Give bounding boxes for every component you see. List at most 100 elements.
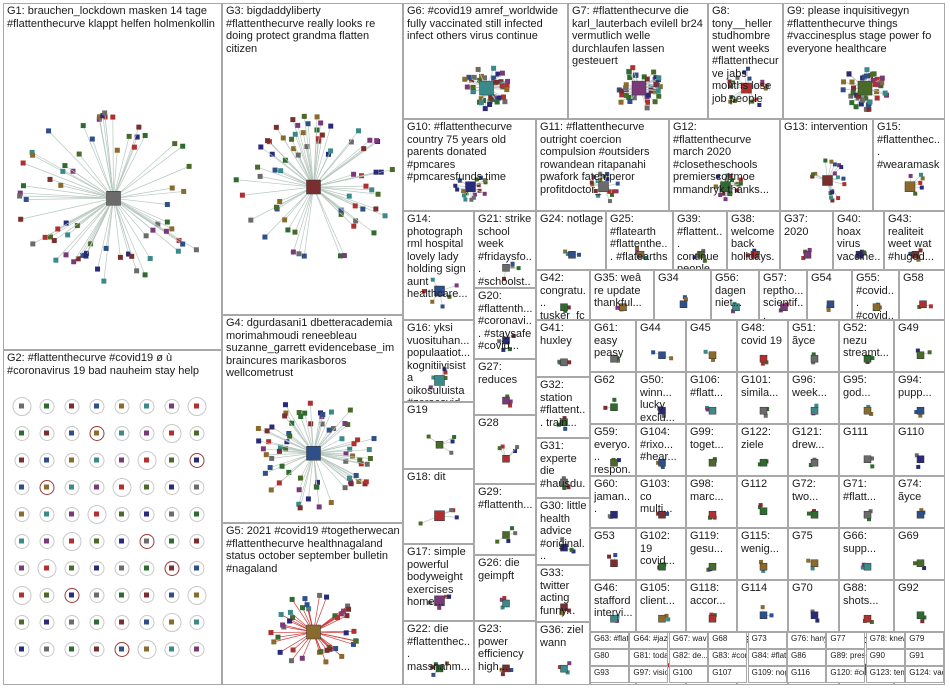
graph-node-image: [169, 619, 174, 625]
graph-node: [20, 183, 26, 189]
graph-node: [328, 123, 334, 129]
graph-hub-node: [434, 285, 445, 297]
group-label: G48: covid 19: [741, 322, 782, 347]
graph-node: [811, 172, 816, 177]
graph-node: [353, 218, 359, 224]
group-label: G15: #flattenthec... #wearamask: [877, 121, 940, 171]
graph-node-image: [144, 430, 149, 436]
graph-node: [444, 594, 449, 599]
group-g56-network: [731, 301, 740, 314]
group-g51-network: [810, 352, 819, 365]
graph-node-image: [44, 646, 49, 652]
graph-node: [879, 75, 885, 81]
graph-hub-node: [658, 562, 666, 571]
graph-node-image: [194, 511, 199, 517]
graph-node-image: [169, 457, 174, 463]
group-g53-network: [607, 553, 618, 567]
group-g15-network: [904, 172, 925, 196]
graph-node: [832, 171, 837, 176]
group-g7: G7: #flattenthecurve die karl_lauterbach…: [568, 3, 708, 119]
group-g50-network: [657, 406, 666, 418]
graph-node-image: [69, 538, 74, 544]
graph-node: [269, 424, 275, 430]
graph-hub-node: [658, 406, 666, 415]
graph-node: [913, 561, 918, 566]
graph-node: [14, 426, 30, 441]
group-g116: G116: [787, 666, 826, 683]
graph-hub-node: [619, 303, 627, 311]
graph-edge: [242, 186, 314, 196]
graph-node: [869, 620, 874, 625]
graph-node: [761, 568, 766, 573]
graph-node: [65, 232, 71, 238]
graph-node: [598, 178, 603, 183]
group-label: G59: everyo... respon...: [594, 426, 631, 476]
group-g26: G26: die geimpft: [474, 555, 536, 621]
group-g33-network: [559, 603, 571, 616]
graph-hub-node: [679, 300, 688, 308]
graph-hub-node: [872, 303, 881, 311]
graph-node-image: [69, 646, 74, 652]
graph-edge: [113, 198, 121, 258]
group-g36-network: [558, 661, 572, 675]
graph-node: [318, 120, 324, 126]
group-g78: G78: knew: [865, 632, 905, 649]
group-label: G67: wave: [672, 634, 708, 643]
group-label: G29: #flattenth...: [478, 486, 533, 511]
graph-node: [856, 93, 862, 99]
graph-node: [566, 608, 571, 613]
graph-node: [493, 79, 499, 85]
graph-node: [728, 84, 733, 89]
graph-node: [337, 253, 343, 259]
graph-edge: [62, 171, 114, 199]
graph-hub-node: [502, 396, 510, 405]
graph-node: [598, 171, 603, 176]
graph-node-image: [194, 430, 199, 436]
graph-node: [558, 665, 563, 670]
graph-node-image: [169, 565, 174, 571]
graph-node: [660, 464, 665, 469]
graph-node-image: [169, 538, 174, 544]
graph-edge: [78, 153, 114, 199]
graph-node: [382, 213, 388, 219]
graph-node: [491, 75, 497, 81]
graph-node-image: [94, 538, 99, 544]
graph-node-image: [194, 592, 199, 598]
group-g94: G94: pupp...: [894, 372, 945, 424]
graph-node: [112, 478, 132, 497]
graph-node: [276, 480, 282, 486]
graph-hub-node: [863, 614, 872, 623]
graph-node: [319, 421, 325, 427]
graph-node: [633, 72, 639, 78]
graph-edge: [112, 117, 114, 199]
group-g70-network: [810, 609, 820, 623]
graph-edge: [99, 116, 114, 199]
graph-node: [288, 658, 294, 664]
graph-edge: [282, 137, 314, 188]
graph-node: [826, 307, 831, 312]
graph-node: [500, 94, 506, 100]
graph-hub-node: [560, 303, 568, 311]
graph-node: [351, 171, 357, 177]
graph-node: [64, 588, 80, 603]
graph-node: [471, 74, 477, 80]
graph-node: [613, 553, 618, 558]
graph-node: [603, 405, 608, 410]
graph-node: [918, 172, 923, 177]
graph-node: [444, 661, 449, 666]
graph-hub-node: [759, 354, 768, 363]
graph-node: [164, 534, 180, 549]
graph-hub-node: [863, 455, 872, 463]
graph-node: [315, 136, 321, 142]
graph-hub-node: [822, 175, 833, 186]
graph-node-image: [169, 484, 174, 490]
graph-edge: [97, 198, 114, 270]
graph-node-image: [44, 457, 49, 463]
graph-node: [295, 152, 301, 158]
graph-node: [290, 615, 296, 621]
graph-node: [565, 251, 570, 256]
graph-node: [139, 399, 155, 414]
graph-node: [562, 485, 567, 490]
graph-edge: [313, 186, 379, 195]
graph-node: [505, 394, 510, 399]
